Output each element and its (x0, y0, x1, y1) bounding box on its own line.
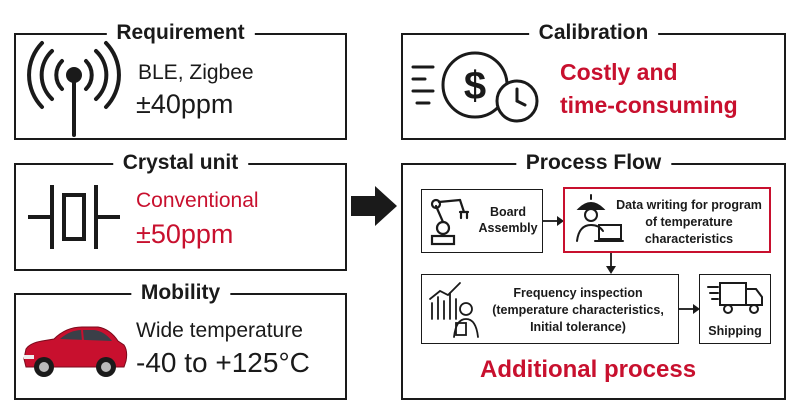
process-flow-title: Process Flow (515, 150, 672, 176)
truck-icon (707, 282, 763, 314)
additional-process-label: Additional process (480, 356, 697, 383)
robot-arm-icon (430, 198, 470, 246)
crystal-tolerance: ±50ppm (136, 219, 234, 249)
arrow-right-icon (351, 186, 397, 226)
calibration-panel: Calibration $ Costly and time-consuming (401, 20, 786, 140)
svg-text:$: $ (464, 64, 486, 108)
crystal-panel: Crystal unit Conventional ±50ppm (14, 150, 347, 271)
crystal-resonator-icon (28, 185, 120, 249)
inspection-chart-icon (429, 282, 479, 338)
freq-line1: Frequency inspection (513, 286, 643, 300)
flow-arrow-1 (543, 216, 564, 226)
data-line1: Data writing for program (616, 198, 762, 212)
car-icon (23, 326, 128, 377)
flow-arrow-3 (679, 304, 700, 314)
requirement-panel: Requirement BLE, Zigbee ±40ppm (14, 20, 347, 140)
freq-line2: (temperature characteristics, (492, 303, 664, 317)
mobility-range-label: Wide temperature (136, 319, 303, 342)
frequency-inspection-step: Frequency inspection (temperature charac… (421, 274, 679, 344)
dollar-clock-icon: $ (411, 51, 539, 123)
freq-line3: Initial tolerance) (530, 320, 626, 334)
flow-arrow-2 (606, 253, 616, 274)
calibration-line2: time-consuming (560, 92, 738, 118)
data-line3: characteristics (644, 232, 734, 246)
shipping-step: Shipping (699, 274, 771, 344)
calibration-title: Calibration (528, 20, 659, 46)
engineer-laptop-icon (576, 194, 624, 242)
crystal-title: Crystal unit (112, 150, 249, 176)
requirement-protocols: BLE, Zigbee (138, 61, 254, 84)
board-line1: Board (489, 205, 527, 219)
board-line2: Assembly (478, 221, 538, 235)
mobility-title: Mobility (130, 280, 231, 306)
requirement-title: Requirement (106, 20, 255, 46)
mobility-panel: Mobility Wide temperature -40 to +125°C (14, 280, 347, 400)
calibration-line1: Costly and (560, 59, 678, 85)
requirement-tolerance: ±40ppm (136, 89, 234, 119)
antenna-signal-icon (27, 41, 121, 137)
mobility-temperature: -40 to +125°C (136, 347, 310, 378)
data-line2: of temperature (645, 215, 733, 229)
crystal-type: Conventional (136, 189, 259, 212)
data-writing-step: Data writing for program of temperature … (563, 187, 771, 253)
board-assembly-step: Board Assembly (421, 189, 543, 253)
shipping-label: Shipping (708, 324, 762, 338)
process-flow-panel: Process Flow Board Assembly (401, 150, 786, 400)
